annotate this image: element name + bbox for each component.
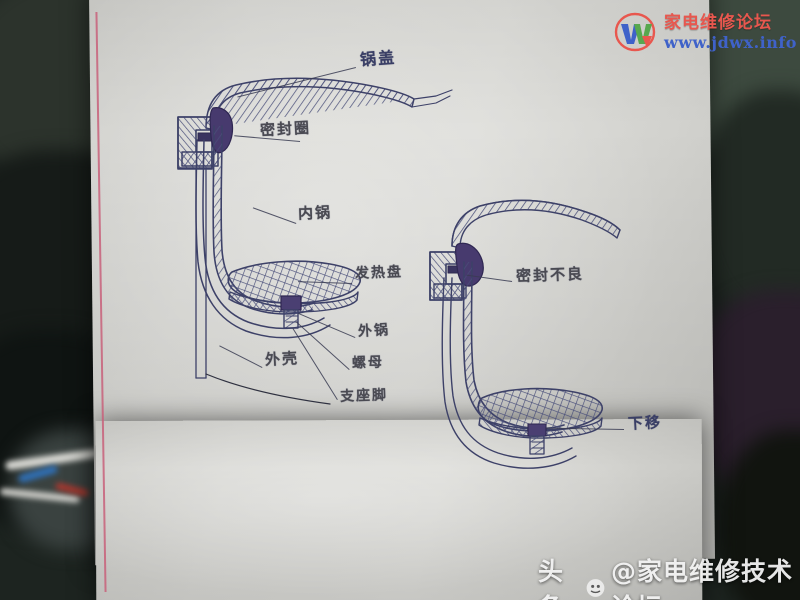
label-guo-gai: 锅盖 (359, 47, 397, 70)
watermark-bottom-right: 头条 @家电维修技术论坛 (538, 552, 800, 600)
label-fa-re-pan: 发热盘 (354, 264, 404, 282)
label-nei-guo: 内锅 (297, 203, 333, 223)
label-wai-ke: 外壳 (264, 349, 300, 369)
label-wai-guo: 外锅 (357, 322, 391, 340)
label-mi-feng-bu-liang: 密封不良 (515, 264, 585, 286)
toutiao-handle-label: @家电维修技术论坛 (611, 557, 794, 600)
label-xia-yi: 下移 (627, 413, 663, 433)
toutiao-avatar-icon (586, 579, 605, 597)
watermark-top-right: 家电维修论坛 www.jdwx.info (612, 10, 797, 56)
label-zhi-zuo-jiao: 支座脚 (339, 387, 389, 405)
label-luo-mu: 螺母 (351, 354, 385, 372)
watermark-site-url: www.jdwx.info (664, 32, 797, 52)
label-mi-feng-quan: 密封圈 (259, 118, 312, 140)
jdwx-logo-icon (614, 12, 656, 52)
watermark-site-name: 家电维修论坛 (664, 13, 772, 34)
toutiao-platform-label: 头条 (538, 557, 565, 600)
